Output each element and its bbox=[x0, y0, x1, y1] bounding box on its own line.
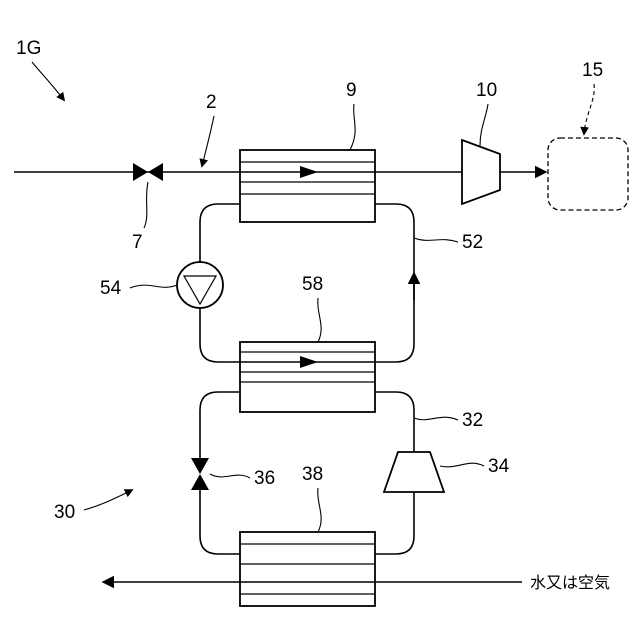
valve-36-icon bbox=[191, 458, 209, 490]
loop-32-right-lower bbox=[375, 492, 414, 554]
loop-32-right-upper bbox=[375, 392, 414, 452]
loop-52-left-upper bbox=[200, 204, 240, 262]
label-15: 15 bbox=[582, 60, 603, 81]
label-10: 10 bbox=[476, 80, 497, 101]
label-30: 30 bbox=[54, 502, 75, 523]
label-9: 9 bbox=[346, 80, 357, 101]
medium-label: 水又は空気 bbox=[530, 573, 610, 592]
arrow-30 bbox=[84, 490, 132, 510]
loop-32-left-upper bbox=[200, 392, 240, 458]
label-32: 32 bbox=[462, 410, 483, 431]
loop-32-left-lower bbox=[200, 490, 240, 554]
loop-52-left-lower bbox=[200, 308, 240, 362]
label-7: 7 bbox=[132, 232, 143, 253]
label-58: 58 bbox=[302, 274, 323, 295]
leader-38 bbox=[318, 488, 321, 532]
valve-7-icon bbox=[133, 163, 163, 181]
leader-10 bbox=[480, 104, 488, 146]
turbine-10-icon bbox=[462, 140, 500, 204]
leader-34 bbox=[440, 463, 484, 467]
heat-exchanger-58 bbox=[240, 342, 375, 412]
label-52: 52 bbox=[462, 232, 483, 253]
label-36: 36 bbox=[254, 468, 275, 489]
system-label-arrow bbox=[32, 62, 64, 100]
leader-54 bbox=[130, 285, 177, 288]
pump-54-icon bbox=[177, 262, 223, 308]
label-34: 34 bbox=[488, 456, 510, 477]
device-15 bbox=[548, 138, 628, 210]
leader-32 bbox=[414, 417, 458, 420]
label-2: 2 bbox=[206, 92, 217, 113]
leader-58 bbox=[318, 298, 321, 342]
label-38: 38 bbox=[302, 464, 323, 485]
label-54: 54 bbox=[100, 278, 122, 299]
leader-52 bbox=[414, 238, 458, 242]
leader-15 bbox=[584, 84, 594, 134]
arrow-2 bbox=[202, 116, 214, 166]
system-label: 1G bbox=[16, 38, 41, 59]
loop-52-right bbox=[375, 204, 414, 362]
leader-36 bbox=[210, 474, 250, 478]
compressor-34-icon bbox=[384, 452, 444, 492]
leader-7 bbox=[144, 182, 148, 228]
heat-exchanger-9 bbox=[240, 150, 375, 222]
heat-exchanger-38 bbox=[240, 532, 375, 606]
leader-9 bbox=[350, 104, 355, 150]
